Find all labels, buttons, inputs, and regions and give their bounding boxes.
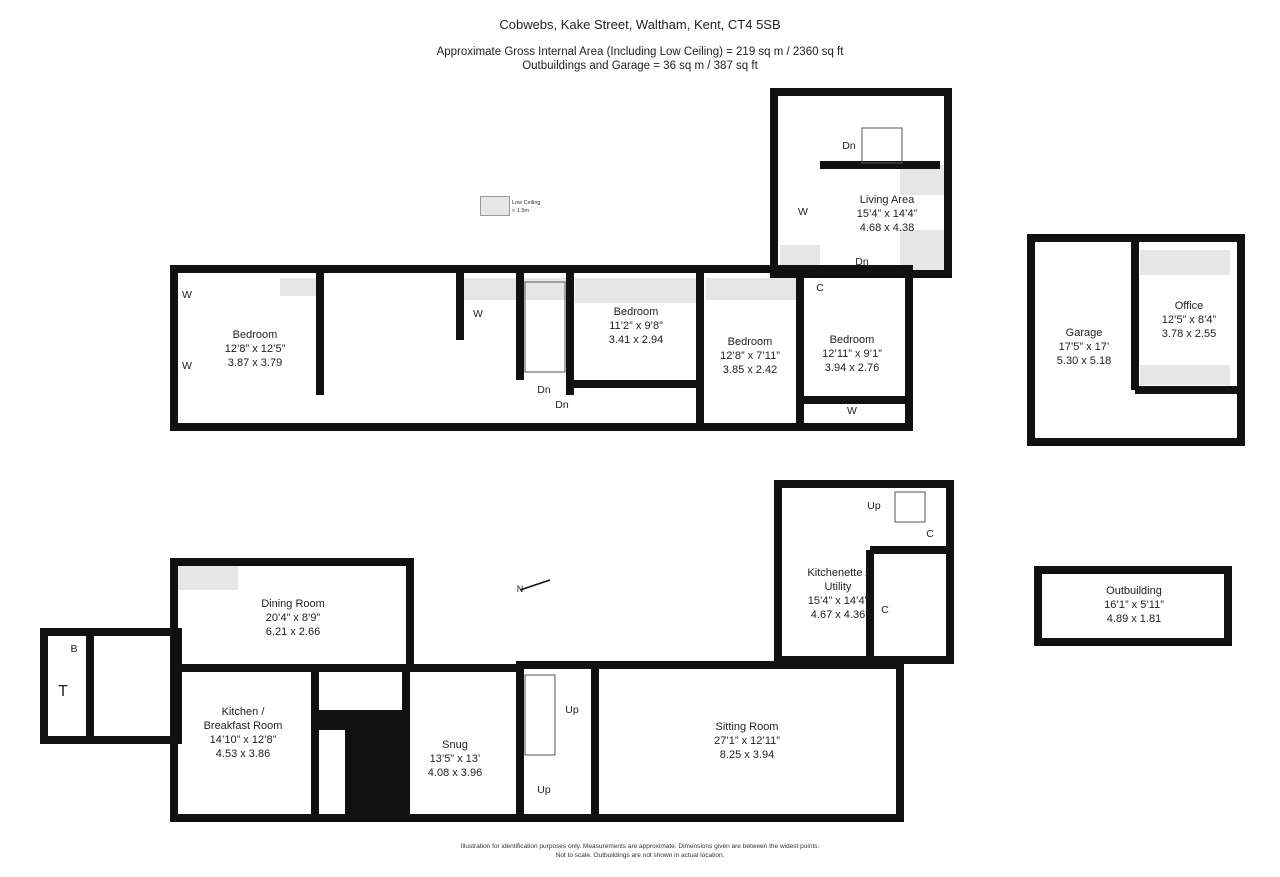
stairs-up-label: Up xyxy=(565,704,579,716)
stairs-up-label: Up xyxy=(867,500,881,512)
stairs xyxy=(524,127,926,756)
tank-marker: T xyxy=(58,683,68,700)
stairs-down-label: Dn xyxy=(555,399,569,411)
chimney-blocks xyxy=(318,710,407,818)
disclaimer-line-1: Illustration for identification purposes… xyxy=(460,843,820,850)
north-arrow-label: N xyxy=(516,584,524,594)
boiler-marker: B xyxy=(70,643,78,655)
gross-area: Approximate Gross Internal Area (Includi… xyxy=(436,46,844,58)
stairs-up-label: Up xyxy=(537,784,551,796)
cupboard-marker: C xyxy=(926,528,934,540)
wardrobe-marker: W xyxy=(847,405,857,417)
wardrobe-marker: W xyxy=(798,206,808,218)
stairs-down-label: Dn xyxy=(537,384,551,396)
address-title: Cobwebs, Kake Street, Waltham, Kent, CT4… xyxy=(499,17,781,32)
legend-label: Low Ceiling< 1.5m xyxy=(512,200,541,214)
stairs-down-label: Dn xyxy=(842,140,856,152)
walls xyxy=(40,88,1245,822)
outbuildings-area: Outbuildings and Garage = 36 sq m / 387 … xyxy=(522,60,758,72)
cupboard-marker: C xyxy=(816,282,824,294)
low-ceiling-swatch xyxy=(480,196,510,216)
wardrobe-marker: W xyxy=(182,360,192,372)
north-arrow xyxy=(519,579,551,591)
low-ceiling-areas xyxy=(178,165,1230,590)
cupboard-marker: C xyxy=(881,604,889,616)
wardrobe-marker: W xyxy=(473,308,483,320)
disclaimer-line-2: Not to scale. Outbuildings are not shown… xyxy=(555,852,725,859)
stairs-down-label: Dn xyxy=(855,256,869,268)
wardrobe-marker: W xyxy=(182,289,192,301)
